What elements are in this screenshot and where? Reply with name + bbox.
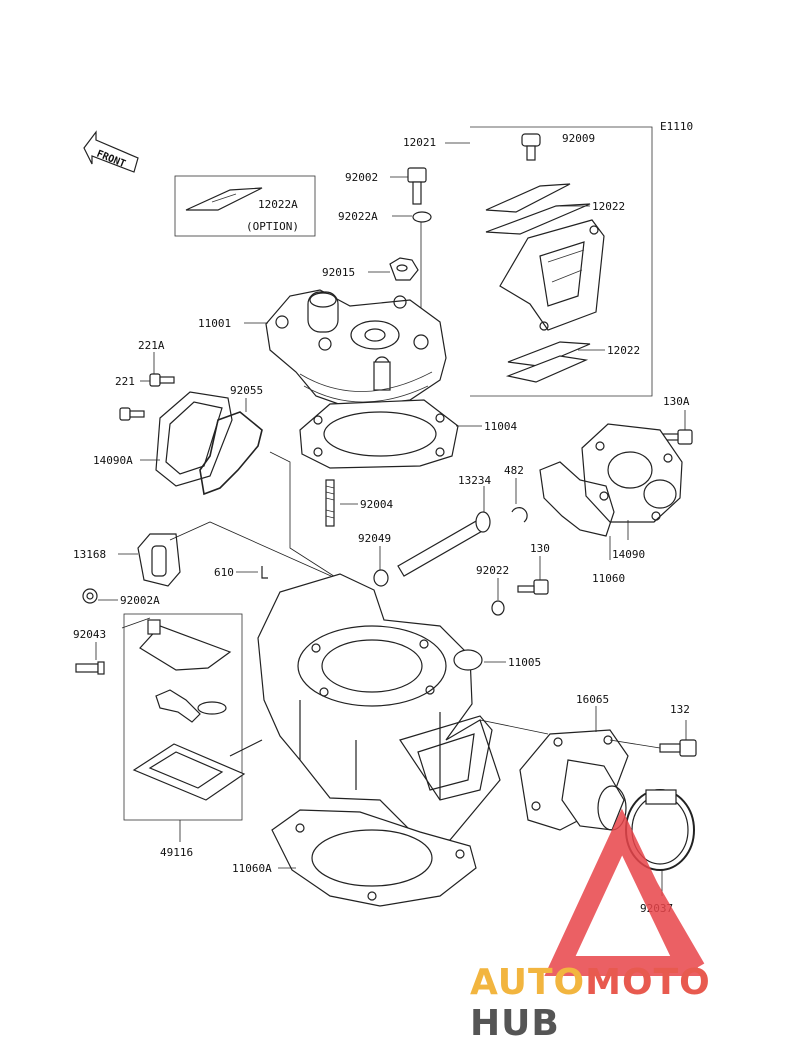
label-12022-top: 12022 xyxy=(592,200,625,213)
head-gasket-11004 xyxy=(299,399,459,469)
label-130: 130 xyxy=(530,542,550,555)
pin-610 xyxy=(261,566,268,579)
label-12022-bottom: 12022 xyxy=(607,344,640,357)
reed-stopper-plate xyxy=(485,183,571,213)
label-92002a: 92002A xyxy=(120,594,160,607)
bolt-130a xyxy=(659,429,693,445)
washer-92022a xyxy=(412,211,432,223)
watermark-hub: HUB xyxy=(470,1003,560,1044)
tool-kit-box xyxy=(123,613,243,821)
bolt-92002a xyxy=(82,588,98,604)
tool-clip xyxy=(155,689,227,723)
pin-92043 xyxy=(75,661,105,675)
watermark-text: AUTOMOTO HUB xyxy=(470,962,800,1044)
reed-stopper-bottom xyxy=(505,355,589,383)
screw-92009 xyxy=(521,133,541,161)
cylinder-11005 xyxy=(257,573,501,841)
label-92055: 92055 xyxy=(230,384,263,397)
reed-petal-top xyxy=(485,203,591,235)
label-11060: 11060 xyxy=(592,572,625,585)
label-92049: 92049 xyxy=(358,532,391,545)
label-14090: 14090 xyxy=(612,548,645,561)
tool-bracket-bottom xyxy=(132,739,263,801)
bracket-13168 xyxy=(137,533,181,587)
front-arrow-icon: FRONT xyxy=(83,130,139,173)
label-92002: 92002 xyxy=(345,171,378,184)
shaft-13234 xyxy=(397,511,491,577)
figure-code: E1110 xyxy=(660,120,693,133)
nut-92015 xyxy=(389,257,419,281)
label-11005: 11005 xyxy=(508,656,541,669)
washer-92022 xyxy=(491,600,505,616)
label-11060a: 11060A xyxy=(232,862,272,875)
label-11004: 11004 xyxy=(484,420,517,433)
label-221: 221 xyxy=(115,375,135,388)
label-49116: 49116 xyxy=(160,846,193,859)
bolt-92002 xyxy=(407,167,427,205)
label-14090a: 14090A xyxy=(93,454,133,467)
bolt-221 xyxy=(119,407,145,421)
bolt-132 xyxy=(659,739,697,757)
reed-valve-group-box xyxy=(470,126,653,397)
label-92009: 92009 xyxy=(562,132,595,145)
cover-14090a xyxy=(155,391,233,487)
label-130a: 130A xyxy=(663,395,690,408)
watermark-moto: MOTO xyxy=(585,962,711,1003)
bolt-130 xyxy=(517,579,549,595)
label-12022a: 12022A xyxy=(258,198,298,211)
stud-92004 xyxy=(325,479,335,527)
reed-block xyxy=(499,219,605,331)
label-16065: 16065 xyxy=(576,693,609,706)
label-221a: 221A xyxy=(138,339,165,352)
oring-92049 xyxy=(373,569,389,587)
label-482: 482 xyxy=(504,464,524,477)
label-11001: 11001 xyxy=(198,317,231,330)
label-13168: 13168 xyxy=(73,548,106,561)
label-132: 132 xyxy=(670,703,690,716)
label-13234: 13234 xyxy=(458,474,491,487)
cover-14090 xyxy=(581,423,683,523)
label-12021: 12021 xyxy=(403,136,436,149)
gasket-11060 xyxy=(539,461,615,537)
option-box xyxy=(174,175,316,237)
option-note: (OPTION) xyxy=(246,220,299,233)
option-reed-plate xyxy=(185,187,263,211)
base-gasket-11060a xyxy=(271,809,477,907)
label-92022a: 92022A xyxy=(338,210,378,223)
circlip-482 xyxy=(511,507,528,523)
cylinder-head-11001 xyxy=(265,289,447,409)
gasket-92055 xyxy=(199,411,263,496)
watermark-auto: AUTO xyxy=(470,962,586,1003)
reed-petal-bottom xyxy=(507,341,591,367)
label-92022: 92022 xyxy=(476,564,509,577)
label-92043: 92043 xyxy=(73,628,106,641)
bolt-221a xyxy=(149,373,175,387)
label-92015: 92015 xyxy=(322,266,355,279)
tool-bracket-top xyxy=(139,619,232,671)
label-92004: 92004 xyxy=(360,498,393,511)
label-610: 610 xyxy=(214,566,234,579)
intake-pipe-16065 xyxy=(519,729,629,831)
automotohub-logo-icon xyxy=(544,808,705,976)
